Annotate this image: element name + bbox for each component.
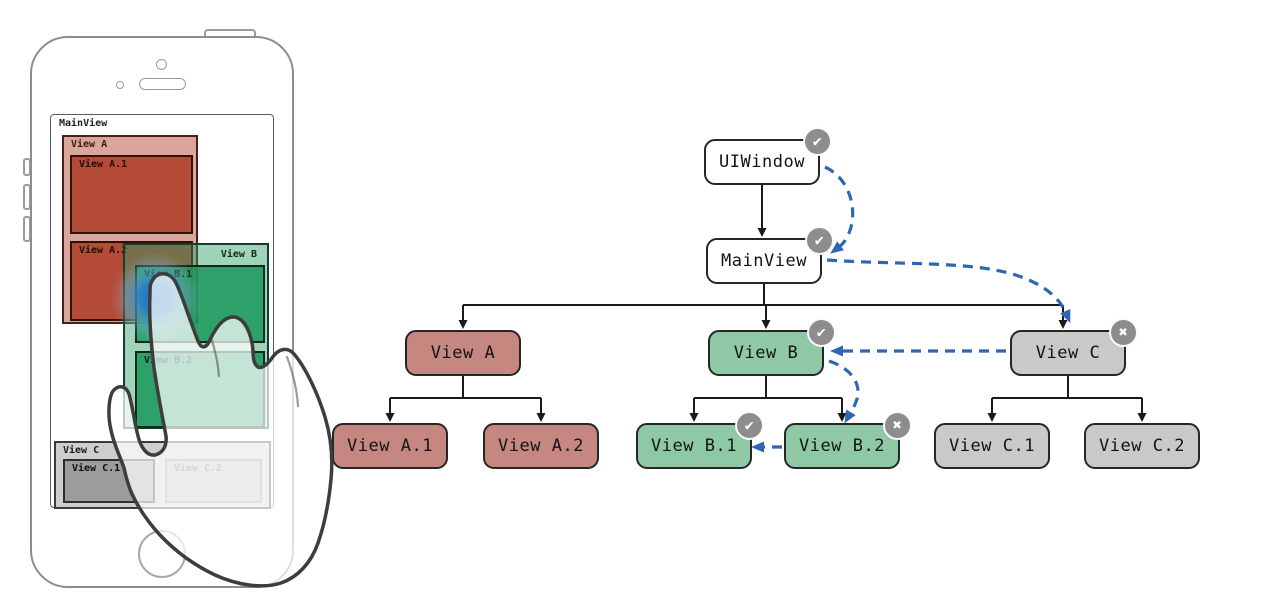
tree-node-label: View B bbox=[733, 343, 799, 363]
phone-view-c2: View C.2 bbox=[165, 459, 262, 503]
check-badge: ✔ bbox=[807, 318, 836, 347]
tree-node-label: MainView bbox=[721, 251, 807, 271]
tree-node-label: View A.2 bbox=[498, 436, 584, 456]
hit-test-path-arrows bbox=[751, 165, 1071, 453]
view-b-label: View B bbox=[220, 249, 257, 260]
camera-icon bbox=[156, 59, 167, 70]
phone-view-c1: View C.1 bbox=[63, 459, 155, 503]
home-button bbox=[138, 530, 186, 578]
tree-node-view-a: View A bbox=[405, 330, 521, 376]
view-a-label: View A bbox=[71, 139, 108, 150]
phone-body: MainView View A View A.1 View A.2 View B… bbox=[30, 36, 294, 588]
check-badge: ✔ bbox=[735, 411, 764, 440]
check-badge: ✔ bbox=[805, 226, 834, 255]
tree-node-view-c: View C ✖ bbox=[1010, 318, 1138, 376]
tree-node-label: View C.1 bbox=[949, 436, 1035, 456]
tree-node-view-c1: View C.1 bbox=[934, 423, 1050, 469]
tree-node-view-a2: View A.2 bbox=[483, 423, 599, 469]
view-b1-label: View B.1 bbox=[144, 269, 193, 280]
tree-node-view-c2: View C.2 bbox=[1084, 423, 1200, 469]
mainview-label: MainView bbox=[59, 118, 108, 129]
tree-node-label: View B.2 bbox=[799, 436, 885, 456]
phone-view-b: View B View B.1 View B.2 bbox=[123, 243, 269, 429]
sensor-dot-icon bbox=[116, 81, 124, 89]
cross-badge: ✖ bbox=[1109, 318, 1138, 347]
cross-badge: ✖ bbox=[883, 411, 912, 440]
tree-node-view-b2: View B.2 ✖ bbox=[784, 411, 912, 469]
phone-view-b1: View B.1 bbox=[135, 265, 265, 343]
tree-node-label: UIWindow bbox=[719, 152, 805, 172]
phone-view-c: View C View C.1 View C.2 bbox=[54, 441, 271, 509]
view-b2-label: View B.2 bbox=[144, 355, 193, 366]
tree-node-label: View A bbox=[430, 343, 496, 363]
phone-screen: MainView View A View A.1 View A.2 View B… bbox=[50, 114, 274, 509]
tree-node-view-b1: View B.1 ✔ bbox=[636, 411, 764, 469]
tree-node-view-a1: View A.1 bbox=[332, 423, 448, 469]
tree-node-label: View C bbox=[1035, 343, 1101, 363]
tree-node-mainview: MainView ✔ bbox=[706, 226, 834, 284]
tree-node-label: View A.1 bbox=[347, 436, 433, 456]
view-c1-label: View C.1 bbox=[72, 463, 121, 474]
phone-view-a1: View A.1 bbox=[70, 155, 193, 234]
view-a2-label: View A.2 bbox=[79, 245, 128, 256]
iphone-mockup: MainView View A View A.1 View A.2 View B… bbox=[0, 0, 360, 604]
tree-node-label: View B.1 bbox=[651, 436, 737, 456]
speaker-icon bbox=[139, 78, 186, 90]
phone-view-b2: View B.2 bbox=[135, 351, 265, 428]
check-badge: ✔ bbox=[803, 127, 832, 156]
tree-node-uiwindow: UIWindow ✔ bbox=[704, 127, 832, 185]
view-a1-label: View A.1 bbox=[79, 159, 128, 170]
view-c2-label: View C.2 bbox=[174, 463, 223, 474]
tree-node-label: View C.2 bbox=[1099, 436, 1185, 456]
tree-node-view-b: View B ✔ bbox=[708, 318, 836, 376]
view-c-label: View C bbox=[63, 445, 100, 456]
